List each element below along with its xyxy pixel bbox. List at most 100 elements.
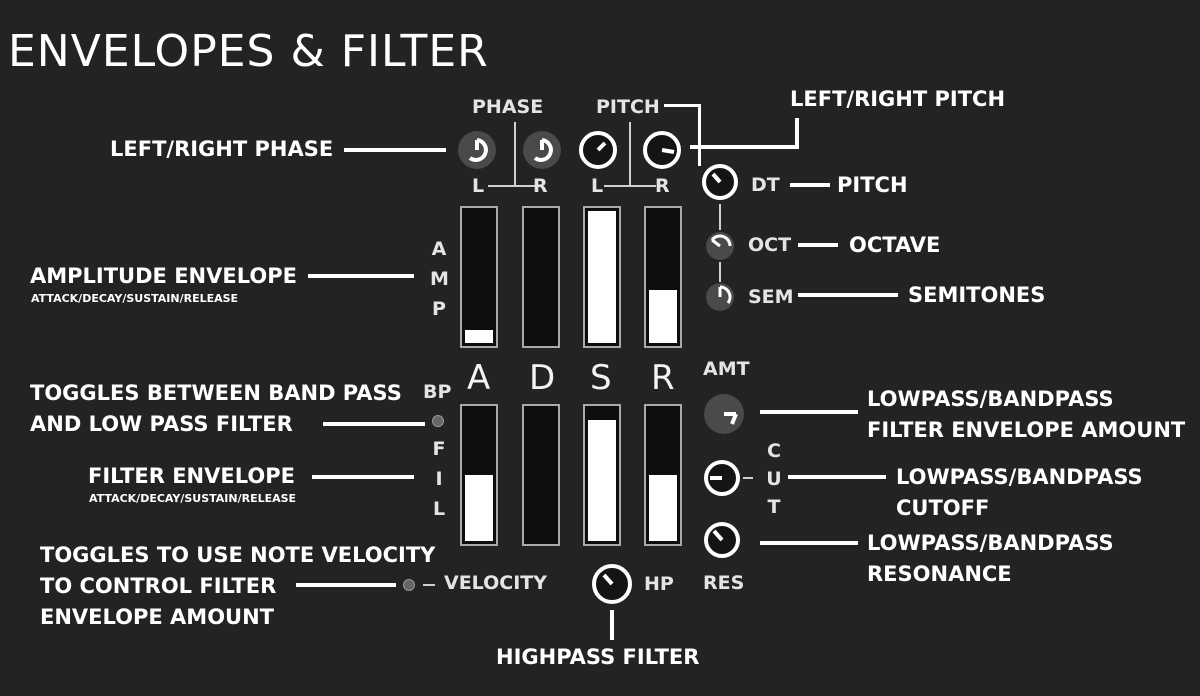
annotation-res-1: LOWPASS/BANDPASS [867, 531, 1114, 555]
knob-arc-icon [533, 138, 553, 162]
slider-fill [465, 330, 493, 343]
knob-pointer-icon [661, 148, 675, 154]
pointer-line [344, 148, 446, 152]
annotation-res-2: RESONANCE [867, 562, 1012, 586]
bp-toggle[interactable] [432, 415, 444, 427]
annotation-cut-2: CUTOFF [896, 496, 990, 520]
left-phase-knob[interactable] [458, 131, 496, 169]
knob-pointer-icon [712, 529, 724, 542]
annotation-amt-1: LOWPASS/BANDPASS [867, 387, 1114, 411]
pointer-line [790, 183, 830, 187]
pointer-line [690, 145, 799, 149]
dt-label: DT [751, 174, 780, 196]
res-label: RES [703, 572, 745, 594]
phase-bracket [514, 122, 516, 186]
bp-label: BP [423, 381, 452, 403]
pointer-line [312, 475, 414, 479]
pointer-line [610, 610, 614, 640]
slider-fill [465, 475, 493, 541]
annotation-amp-env-sub: ATTACK/DECAY/SUSTAIN/RELEASE [31, 292, 239, 305]
cutoff-knob[interactable] [704, 460, 740, 496]
knob-pointer-icon [710, 476, 722, 480]
pointer-line [798, 293, 898, 297]
phase-label: PHASE [472, 96, 544, 118]
amp-letter: A [431, 238, 447, 260]
pointer-line [798, 243, 838, 247]
annotation-filter-env: FILTER ENVELOPE [88, 464, 295, 488]
pitch-bracket [629, 122, 631, 186]
oct-sem-link [719, 262, 721, 282]
amp-sustain-slider[interactable] [583, 206, 621, 348]
amt-label: AMT [703, 358, 750, 380]
amp-letter: P [432, 298, 446, 320]
annotation-toggle-bp-2: AND LOW PASS FILTER [30, 412, 293, 436]
phase-bracket-bottom [488, 185, 540, 187]
pitch-label: PITCH [596, 96, 660, 118]
cut-letter: U [766, 468, 782, 490]
amp-decay-slider[interactable] [522, 206, 560, 348]
phase-r-label: R [533, 175, 548, 197]
annotation-amp-env: AMPLITUDE ENVELOPE [30, 264, 297, 288]
resonance-knob[interactable] [704, 522, 740, 558]
octave-knob[interactable] [706, 232, 734, 260]
velocity-label: VELOCITY [444, 572, 547, 594]
pointer-line [296, 583, 396, 587]
pitch-line-down [698, 104, 701, 166]
slider-fill [588, 211, 616, 343]
semitone-knob[interactable] [706, 283, 734, 311]
annotation-velocity-2: TO CONTROL FILTER [40, 574, 277, 598]
annotation-left-right-phase: LEFT/RIGHT PHASE [110, 137, 334, 161]
slider-fill [649, 475, 677, 541]
annotation-semitones: SEMITONES [908, 283, 1046, 307]
velocity-toggle[interactable] [403, 579, 415, 591]
annotation-left-right-pitch: LEFT/RIGHT PITCH [790, 87, 1006, 111]
knob-pointer-icon [724, 412, 738, 425]
fil-letter: I [435, 468, 443, 490]
knob-pointer-icon [596, 141, 607, 152]
adsr-letter-s: S [590, 358, 612, 398]
amp-release-slider[interactable] [644, 206, 682, 348]
annotation-filter-env-sub: ATTACK/DECAY/SUSTAIN/RELEASE [89, 492, 297, 505]
annotation-highpass: HIGHPASS FILTER [496, 645, 700, 669]
phase-l-label: L [472, 175, 485, 197]
filter-amount-knob[interactable] [704, 394, 744, 434]
slider-fill [649, 290, 677, 343]
cut-letter: T [767, 496, 781, 518]
annotation-amt-2: FILTER ENVELOPE AMOUNT [867, 418, 1186, 442]
fil-attack-slider[interactable] [460, 404, 498, 546]
annotation-velocity-3: ENVELOPE AMOUNT [40, 605, 275, 629]
pointer-line [760, 410, 858, 414]
fil-letter: F [432, 438, 446, 460]
slider-fill [588, 420, 616, 541]
oct-label: OCT [748, 234, 792, 256]
knob-pointer-icon [718, 285, 732, 304]
fil-sustain-slider[interactable] [583, 404, 621, 546]
left-pitch-knob[interactable] [579, 131, 617, 169]
pointer-line [323, 422, 425, 426]
fil-decay-slider[interactable] [522, 404, 560, 546]
adsr-letter-r: R [651, 358, 675, 398]
fil-release-slider[interactable] [644, 404, 682, 546]
pointer-line [308, 274, 414, 278]
pitch-r-label: R [655, 175, 670, 197]
right-pitch-knob[interactable] [643, 131, 681, 169]
sem-label: SEM [748, 286, 794, 308]
amp-attack-slider[interactable] [460, 206, 498, 348]
cut-link [743, 477, 753, 479]
pitch-line [664, 104, 700, 107]
highpass-knob[interactable] [592, 564, 632, 604]
knob-arc-icon [468, 138, 488, 162]
pitch-l-label: L [591, 175, 604, 197]
pointer-line [788, 475, 886, 479]
velocity-link [423, 584, 435, 586]
fil-letter: L [432, 498, 446, 520]
dt-oct-link [719, 204, 721, 230]
knob-pointer-icon [711, 172, 722, 184]
detune-knob[interactable] [702, 164, 738, 200]
right-phase-knob[interactable] [523, 131, 561, 169]
adsr-letter-a: A [467, 358, 491, 398]
pointer-line [760, 541, 858, 545]
annotation-pitch: PITCH [837, 173, 908, 197]
annotation-cut-1: LOWPASS/BANDPASS [896, 465, 1143, 489]
cut-letter: C [767, 440, 781, 462]
